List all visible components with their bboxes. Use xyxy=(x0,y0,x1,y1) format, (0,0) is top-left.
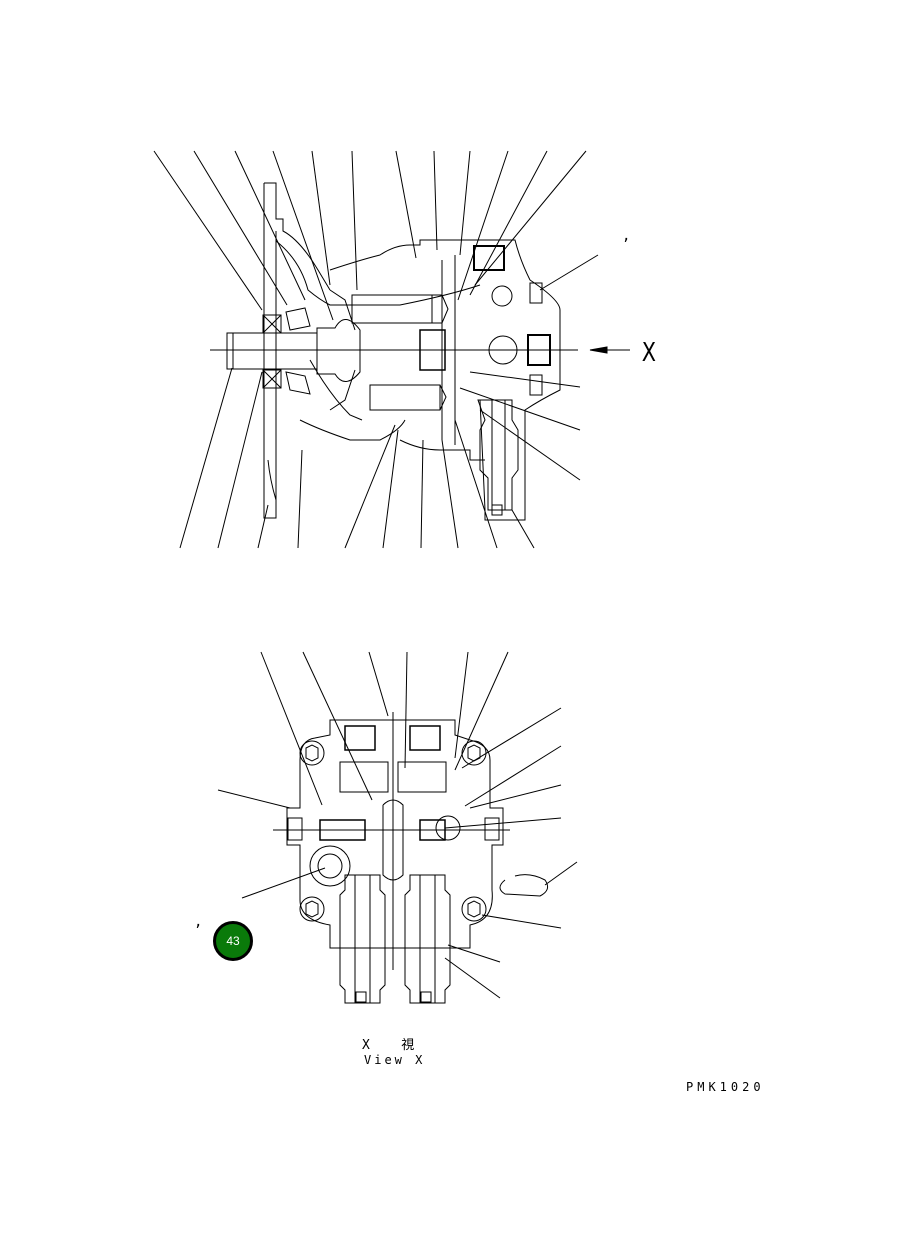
leader-lines-top xyxy=(153,150,599,549)
top-section-view xyxy=(153,150,630,549)
page-number-label: 43 xyxy=(226,934,240,948)
stray-mark: , xyxy=(622,228,631,244)
view-caption-en: View X xyxy=(364,1053,426,1067)
page-number-badge[interactable]: 43 xyxy=(213,921,253,961)
view-caption-jp: X 視 xyxy=(362,1038,417,1053)
stray-mark: , xyxy=(194,914,203,930)
view-marker-x: X xyxy=(641,338,657,368)
drawing-code: PMK1020 xyxy=(686,1080,765,1094)
leader-lines-bottom xyxy=(217,651,578,999)
view-x-drawing xyxy=(217,651,578,1004)
